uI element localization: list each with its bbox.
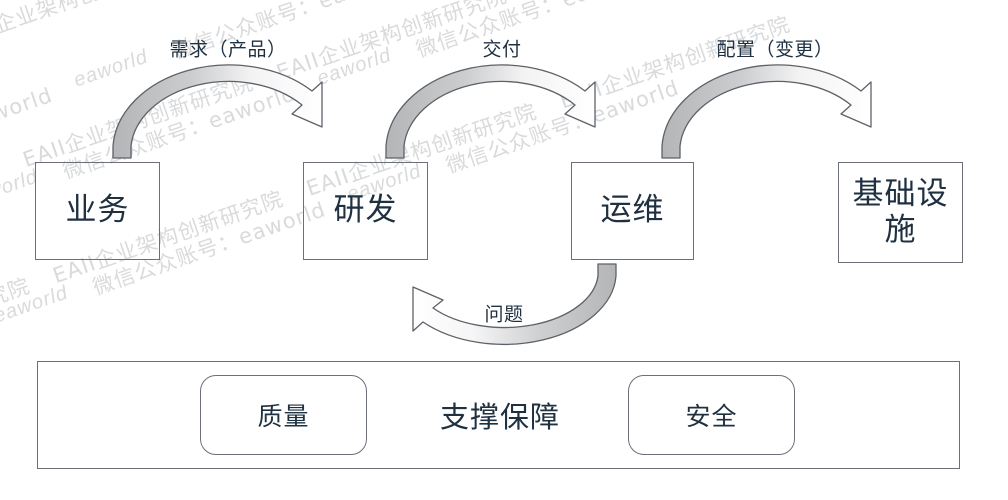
arrow-delivery	[385, 64, 596, 159]
support-bar-title: 支撑保障	[439, 400, 561, 434]
edge-label-problem: 问题	[484, 303, 524, 326]
arrow-requirement	[112, 64, 323, 159]
node-operations-label: 运维	[600, 192, 665, 229]
node-business[interactable]: 业务	[35, 162, 160, 260]
edge-label-requirement: 需求（产品）	[169, 38, 287, 61]
edge-label-delivery: 交付	[482, 38, 522, 61]
arrow-config	[661, 64, 872, 159]
node-infrastructure[interactable]: 基础设施	[838, 162, 963, 263]
node-infrastructure-label: 基础设施	[852, 175, 949, 248]
node-business-label: 业务	[65, 192, 130, 229]
node-operations[interactable]: 运维	[571, 162, 694, 260]
pill-security-label: 安全	[685, 402, 738, 431]
arrow-problem	[412, 263, 617, 345]
node-development-label: 研发	[333, 192, 398, 229]
support-bar[interactable]	[37, 361, 960, 469]
node-development[interactable]: 研发	[303, 162, 428, 260]
pill-quality[interactable]: 质量	[200, 375, 367, 455]
edge-label-config: 配置（变更）	[716, 38, 834, 61]
pill-security[interactable]: 安全	[628, 375, 795, 455]
pill-quality-label: 质量	[257, 402, 310, 431]
